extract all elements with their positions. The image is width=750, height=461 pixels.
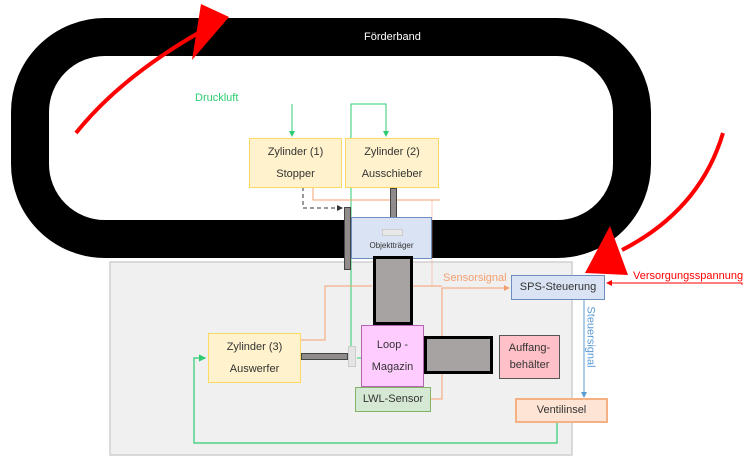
cylinder-3-rod-plate xyxy=(348,346,356,367)
cylinder-3-ejector[interactable]: Zylinder (3) Auswerfer xyxy=(208,333,301,383)
collection-container-line1: Auffang- xyxy=(508,342,551,354)
direction-arrow-head-top xyxy=(192,4,229,60)
plc-controller[interactable]: SPS-Steuerung xyxy=(511,275,605,300)
supply-line xyxy=(606,280,743,286)
cylinder-2-title: Zylinder (2) xyxy=(364,145,420,158)
collection-container[interactable]: Auffang- behälter xyxy=(499,335,560,379)
carrier-plate xyxy=(382,229,403,236)
cylinder-1-title: Zylinder (1) xyxy=(267,145,324,158)
loop-magazine[interactable]: Loop - Magazin xyxy=(361,325,424,387)
collection-container-line2: behälter xyxy=(509,359,550,371)
cylinder-3-subtitle: Auswerfer xyxy=(229,362,280,375)
stopper-bar xyxy=(344,207,351,270)
fiber-optic-sensor-label: LWL-Sensor xyxy=(362,393,424,405)
loop-magazine-subtitle: Magazin xyxy=(371,360,414,373)
stopper-link xyxy=(302,187,343,211)
direction-arrow-curve-top xyxy=(74,30,201,135)
sensor-signal-label: Sensorsignal xyxy=(443,272,507,284)
cylinder-1-stopper[interactable]: Zylinder (1) Stopper xyxy=(249,138,342,188)
magazine-output-block xyxy=(424,336,493,374)
direction-arrow-head-right xyxy=(585,226,628,275)
cylinder-3-title: Zylinder (3) xyxy=(226,340,283,353)
object-carrier-label: Objektträger xyxy=(369,241,414,250)
belt-label: Förderband xyxy=(364,31,421,43)
loop-magazine-title: Loop - xyxy=(376,338,409,351)
supply-voltage-label: Versorgungsspannung xyxy=(633,270,744,282)
cylinder-2-pusher[interactable]: Zylinder (2) Ausschieber xyxy=(345,138,439,188)
plc-label: SPS-Steuerung xyxy=(519,281,597,293)
conveyor-belt xyxy=(11,18,651,258)
control-signal-label: Steuersignal xyxy=(584,306,597,368)
compressed-air-label: Druckluft xyxy=(195,92,239,104)
valve-island[interactable]: Ventilinsel xyxy=(515,398,608,423)
sensor-line-cyl1 xyxy=(312,187,440,201)
cylinder-3-rod xyxy=(301,353,348,360)
magazine-feed-block xyxy=(373,256,413,325)
sensor-line-cyl3 xyxy=(300,285,372,341)
object-carrier[interactable]: Objektträger xyxy=(351,217,432,259)
direction-arrow-curve-right xyxy=(621,132,725,252)
air-line-cyl3 xyxy=(193,354,558,444)
valve-island-label: Ventilinsel xyxy=(536,404,587,416)
cylinder-1-subtitle: Stopper xyxy=(276,167,315,180)
fiber-optic-sensor[interactable]: LWL-Sensor xyxy=(355,387,431,412)
cylinder-2-subtitle: Ausschieber xyxy=(361,167,423,180)
